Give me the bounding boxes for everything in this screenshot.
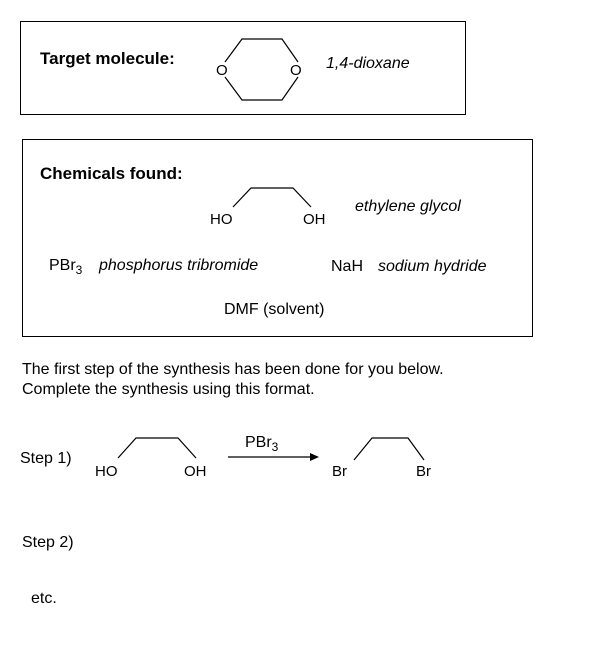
dioxane-bonds-lower (224, 76, 299, 101)
step-2-label: Step 2) (22, 534, 74, 551)
target-molecule-box (20, 21, 466, 115)
step-1-reactant-bonds (117, 437, 197, 459)
pbr3-name: phosphorus tribromide (99, 257, 259, 274)
step-1-label: Step 1) (20, 450, 72, 467)
dioxane-atom-o-left: O (216, 62, 228, 79)
step-1-reactant-oh: OH (184, 463, 207, 480)
ethylene-glycol-oh: OH (303, 211, 326, 228)
dioxane-bonds (224, 38, 299, 63)
step-1-reagent: PBr3 (245, 434, 279, 454)
reaction-arrow (228, 453, 319, 461)
ethylene-glycol-ho: HO (210, 211, 233, 228)
step-1-product-structure: Br Br (332, 437, 431, 480)
step-1-reactant-structure: HO OH (95, 437, 207, 480)
pbr3-formula-subscript: 3 (75, 263, 83, 277)
nah-name: sodium hydride (378, 258, 487, 275)
dmf-solvent: DMF (solvent) (224, 301, 325, 318)
etc-label: etc. (31, 590, 57, 607)
step-1-product-br-left: Br (332, 463, 347, 480)
step-1-reagent-subscript: 3 (271, 440, 279, 454)
instruction-line-2: Complete the synthesis using this format… (22, 381, 315, 398)
dioxane-structure: O O (216, 38, 302, 101)
chemicals-found-heading: Chemicals found: (40, 164, 183, 183)
ethylene-glycol-bonds (232, 187, 312, 208)
chemicals-found-box (22, 139, 533, 337)
ethylene-glycol-name: ethylene glycol (355, 198, 461, 215)
dioxane-atom-o-right: O (290, 62, 302, 79)
pbr3-formula: PBr3 (49, 257, 83, 277)
step-1-product-br-right: Br (416, 463, 431, 480)
step-1-reactant-ho: HO (95, 463, 118, 480)
target-molecule-heading: Target molecule: (40, 49, 175, 68)
pbr3-formula-main: PBr (49, 257, 76, 274)
ethylene-glycol-structure: HO OH (210, 187, 326, 228)
target-molecule-name: 1,4-dioxane (326, 55, 410, 72)
nah-formula: NaH (331, 258, 364, 275)
instruction-line-1: The first step of the synthesis has been… (22, 361, 444, 378)
step-1-reagent-main: PBr (245, 434, 272, 451)
step-1-product-bonds (353, 437, 425, 461)
